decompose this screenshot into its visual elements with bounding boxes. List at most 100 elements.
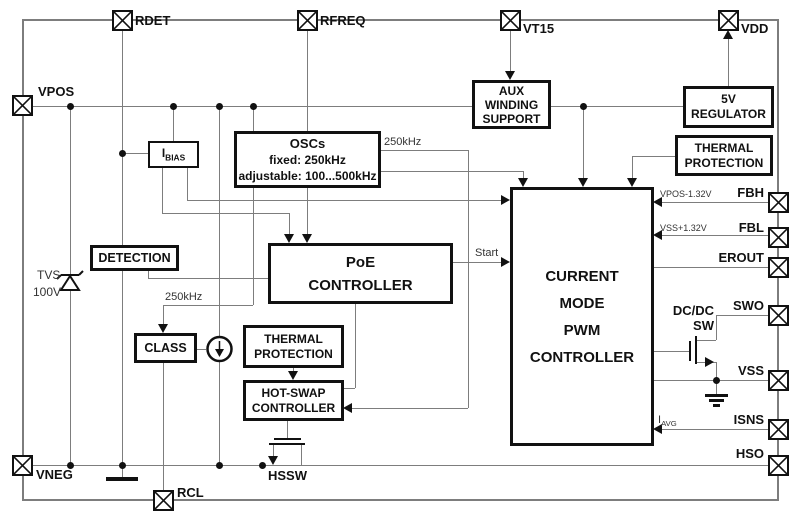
- pin-x-icon: [770, 259, 787, 276]
- wire: [163, 362, 164, 490]
- pin-erout: [768, 257, 789, 278]
- wire: [307, 187, 308, 235]
- wire: [187, 200, 502, 201]
- dcdc-line1: DC/DC: [672, 303, 714, 318]
- pin-label-rcl: RCL: [177, 485, 204, 500]
- thermal-top-line2: PROTECTION: [684, 155, 764, 170]
- wire: [32, 465, 768, 466]
- pin-vss: [768, 370, 789, 391]
- arrowhead-icon: [653, 197, 662, 207]
- thermal-bot-line2: PROTECTION: [254, 346, 333, 361]
- arrowhead-icon: [653, 424, 662, 434]
- class-block: CLASS: [134, 333, 197, 363]
- junction-dot: [216, 462, 223, 469]
- pin-x-icon: [770, 421, 787, 438]
- arrowhead-icon: [501, 195, 510, 205]
- pin-label-vt15: VT15: [523, 21, 555, 36]
- wire: [351, 408, 468, 409]
- current-source-icon: [206, 335, 233, 363]
- osc-block: OSCs fixed: 250kHz adjustable: 100...500…: [234, 131, 381, 188]
- wire: [716, 315, 717, 340]
- ground-icon: [269, 443, 305, 445]
- wire: [716, 362, 717, 380]
- pin-label-erout: EROUT: [718, 250, 765, 265]
- thermal-protection-top-block: THERMAL PROTECTION: [675, 135, 773, 176]
- junction-dot: [259, 462, 266, 469]
- wire: [273, 443, 274, 457]
- reg5v-line2: REGULATOR: [691, 107, 766, 121]
- wire: [355, 303, 356, 388]
- wire: [653, 267, 768, 268]
- hotswap-line1: HOT-SWAP: [261, 385, 326, 400]
- outer-rail-wire: [22, 499, 779, 501]
- pin-x-icon: [155, 492, 172, 509]
- wire: [380, 171, 523, 172]
- aux-line3: SUPPORT: [482, 111, 541, 126]
- junction-dot: [250, 103, 257, 110]
- iavg-sym: I: [658, 414, 662, 426]
- arrowhead-icon: [268, 456, 278, 465]
- mosfet-plate: [689, 341, 691, 361]
- arrowhead-icon: [705, 357, 714, 367]
- wire: [716, 380, 717, 394]
- arrowhead-icon: [653, 230, 662, 240]
- osc-title: OSCs: [289, 135, 326, 151]
- pin-vdd: [718, 10, 739, 31]
- tvs-label: TVS: [37, 268, 61, 282]
- pin-fbh: [768, 192, 789, 213]
- junction-dot: [119, 150, 126, 157]
- hotswap-line2: CONTROLLER: [251, 400, 336, 415]
- wire: [632, 156, 633, 180]
- wire: [468, 150, 469, 408]
- arrowhead-icon: [501, 257, 510, 267]
- outer-rail-wire: [22, 19, 24, 501]
- wire: [653, 380, 768, 381]
- pwm-line2: MODE: [559, 294, 605, 312]
- pin-label-hso: HSO: [735, 446, 764, 461]
- arrowhead-icon: [158, 324, 168, 333]
- wire: [148, 269, 149, 278]
- hssw-label: HSSW: [268, 468, 307, 483]
- pin-x-icon: [770, 457, 787, 474]
- pin-label-vdd: VDD: [741, 21, 769, 36]
- wire: [661, 235, 768, 236]
- mosfet-plate: [695, 336, 697, 364]
- aux-line1: AUX: [498, 83, 525, 98]
- wire: [219, 362, 220, 465]
- fbl-ref-label: VSS+1.32V: [660, 223, 707, 233]
- wire: [163, 305, 253, 306]
- arrowhead-icon: [302, 234, 312, 243]
- wire: [162, 167, 163, 213]
- wire: [123, 153, 148, 154]
- wire: [196, 349, 206, 350]
- wire: [550, 106, 683, 107]
- wire: [187, 167, 188, 200]
- reg5v-line1: 5V: [721, 92, 736, 106]
- pin-x-icon: [770, 372, 787, 389]
- pin-label-vpos: VPOS: [38, 84, 75, 99]
- wire: [583, 106, 584, 180]
- ibias-block: IBIAS: [148, 141, 199, 168]
- wire: [632, 156, 676, 157]
- wire: [253, 106, 254, 131]
- regulator-5v-block: 5V REGULATOR: [683, 86, 774, 128]
- osc-fixed: fixed: 250kHz: [269, 152, 346, 167]
- pin-x-icon: [770, 307, 787, 324]
- iavg-sub: AVG: [661, 419, 677, 429]
- wire: [380, 150, 468, 151]
- pin-label-isns: ISNS: [733, 412, 764, 427]
- pin-x-icon: [114, 12, 131, 29]
- ibias-label: IBIAS: [161, 146, 186, 163]
- ground-icon: [274, 438, 301, 440]
- arrowhead-icon: [518, 178, 528, 187]
- wire: [293, 367, 294, 372]
- pin-label-fbl: FBL: [738, 220, 764, 235]
- class-clk-label: 250kHz: [165, 291, 203, 303]
- thermal-top-line1: THERMAL: [694, 140, 754, 155]
- pin-x-icon: [502, 12, 519, 29]
- detection-block: DETECTION: [90, 245, 179, 271]
- ground-icon: [709, 399, 724, 402]
- wire: [122, 465, 123, 477]
- pin-label-swo: SWO: [732, 298, 764, 313]
